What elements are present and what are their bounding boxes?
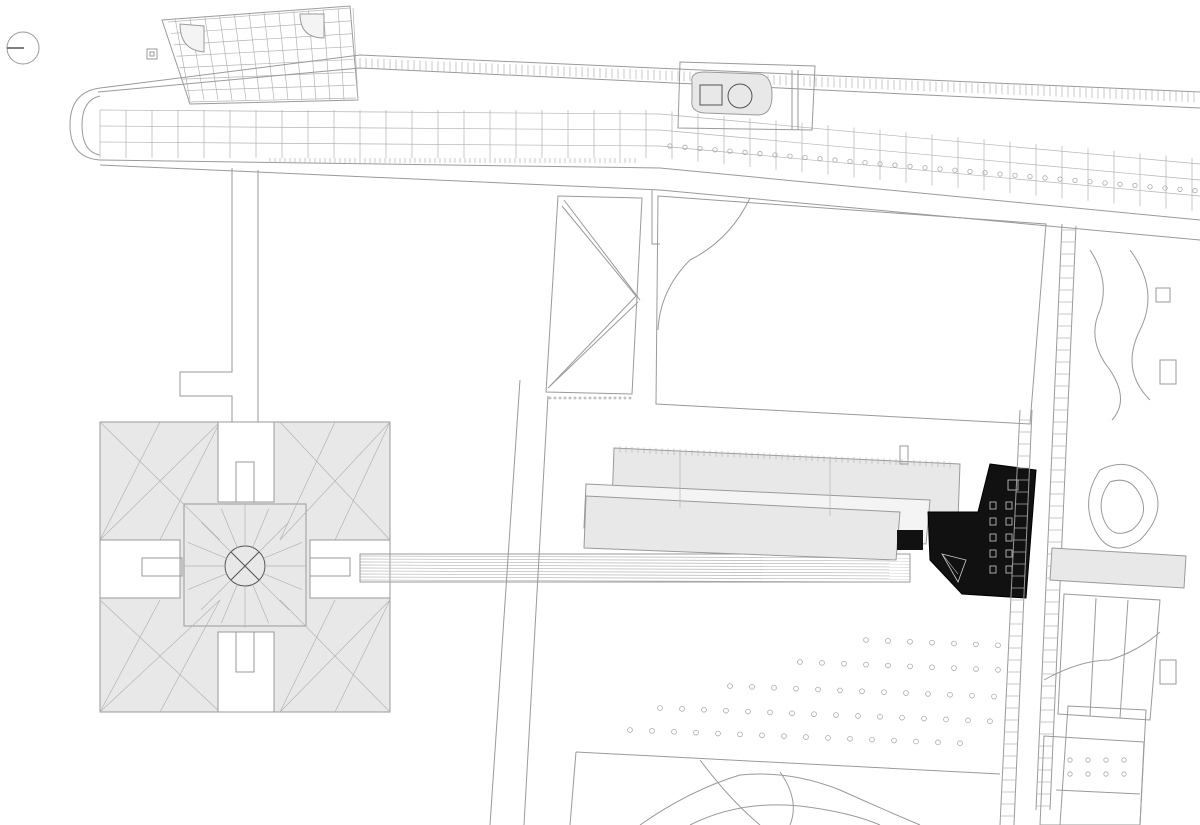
east-garden-strip bbox=[999, 223, 1077, 825]
south-lawn bbox=[489, 379, 1001, 825]
main-building bbox=[583, 445, 961, 561]
east-west-walkway bbox=[359, 553, 911, 583]
east-crossing bbox=[1049, 547, 1187, 589]
central-square bbox=[99, 421, 391, 713]
upper-plaza-grid bbox=[161, 5, 359, 105]
promenade-pavilion bbox=[677, 61, 816, 131]
south-east-blocks bbox=[1039, 593, 1161, 825]
garden-beds bbox=[1043, 249, 1177, 685]
pitched-roof-building bbox=[545, 195, 643, 400]
north-south-path bbox=[179, 168, 259, 425]
tree-rows bbox=[627, 637, 1127, 777]
survey-marker bbox=[146, 48, 158, 60]
lawn-enclosure bbox=[651, 190, 1047, 425]
north-arrow-icon bbox=[6, 31, 40, 65]
highlighted-building bbox=[897, 463, 1037, 599]
promenade-band bbox=[69, 54, 1200, 241]
